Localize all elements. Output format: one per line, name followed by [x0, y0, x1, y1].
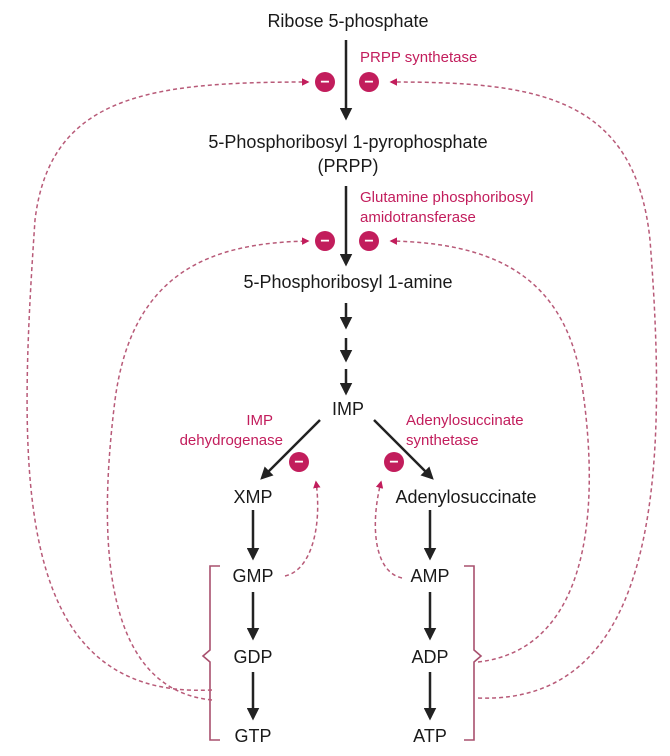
inhibition-marker: − — [359, 72, 379, 92]
arrow-imp-to-xmp — [260, 419, 321, 480]
svg-text:−: − — [320, 233, 329, 250]
ribose-5-phosphate-label: Ribose 5-phosphate — [267, 11, 429, 31]
phosphoribosylamine-label: 5-Phosphoribosyl 1-amine — [243, 272, 453, 292]
inhibition-marker: − — [359, 231, 379, 251]
atp-label: ATP — [413, 726, 447, 746]
nucleotide-brackets — [201, 565, 483, 741]
feedback-amp-to-amidotransferase — [389, 237, 590, 663]
imp-dehydrogenase-label-line2: dehydrogenase — [179, 432, 283, 449]
gdp-label: GDP — [233, 647, 273, 667]
feedback-gmp-to-amidotransferase — [106, 237, 310, 701]
feedback-gdp-to-prpp-synthetase — [26, 78, 310, 691]
feedback-adp-to-prpp-synthetase — [389, 78, 658, 699]
amidotransferase-label-line2: amidotransferase — [360, 209, 476, 226]
inhibition-marker: − — [315, 72, 335, 92]
inhibition-marker: − — [384, 452, 404, 472]
svg-text:−: − — [320, 74, 329, 91]
inhibition-marker: − — [315, 231, 335, 251]
adp-label: ADP — [411, 647, 449, 667]
svg-text:−: − — [364, 74, 373, 91]
arrow-imp-to-adenylosuccinate — [373, 419, 434, 480]
guanine-bracket — [201, 565, 220, 741]
gtp-label: GTP — [234, 726, 272, 746]
inhibition-markers: − − − − − − — [289, 72, 404, 472]
feedback-gmp-to-imp-dh — [284, 480, 321, 577]
inhibition-marker: − — [289, 452, 309, 472]
feedback-lines — [26, 78, 658, 701]
svg-text:−: − — [294, 454, 303, 471]
adenylosuccinate-synthetase-label-line1: Adenylosuccinate — [406, 412, 524, 429]
pathway-arrows — [246, 40, 437, 721]
amidotransferase-label-line1: Glutamine phosphoribosyl — [360, 189, 534, 206]
svg-text:−: − — [364, 233, 373, 250]
imp-dehydrogenase-label-line1: IMP — [246, 412, 273, 429]
imp-label: IMP — [331, 399, 365, 419]
gmp-label: GMP — [232, 566, 274, 586]
xmp-label: XMP — [233, 487, 273, 507]
adenylosuccinate-synthetase-label-line2: synthetase — [406, 432, 479, 449]
prpp-label-line1: 5-Phosphoribosyl 1-pyrophosphate — [208, 132, 488, 152]
adenine-bracket — [464, 565, 483, 741]
prpp-synthetase-label: PRPP synthetase — [360, 49, 478, 66]
amp-label: AMP — [410, 566, 450, 586]
svg-text:−: − — [389, 454, 398, 471]
prpp-label-line2: (PRPP) — [317, 156, 379, 176]
adenylosuccinate-label: Adenylosuccinate — [395, 487, 537, 507]
feedback-amp-to-adsucc-synthetase — [374, 480, 403, 579]
